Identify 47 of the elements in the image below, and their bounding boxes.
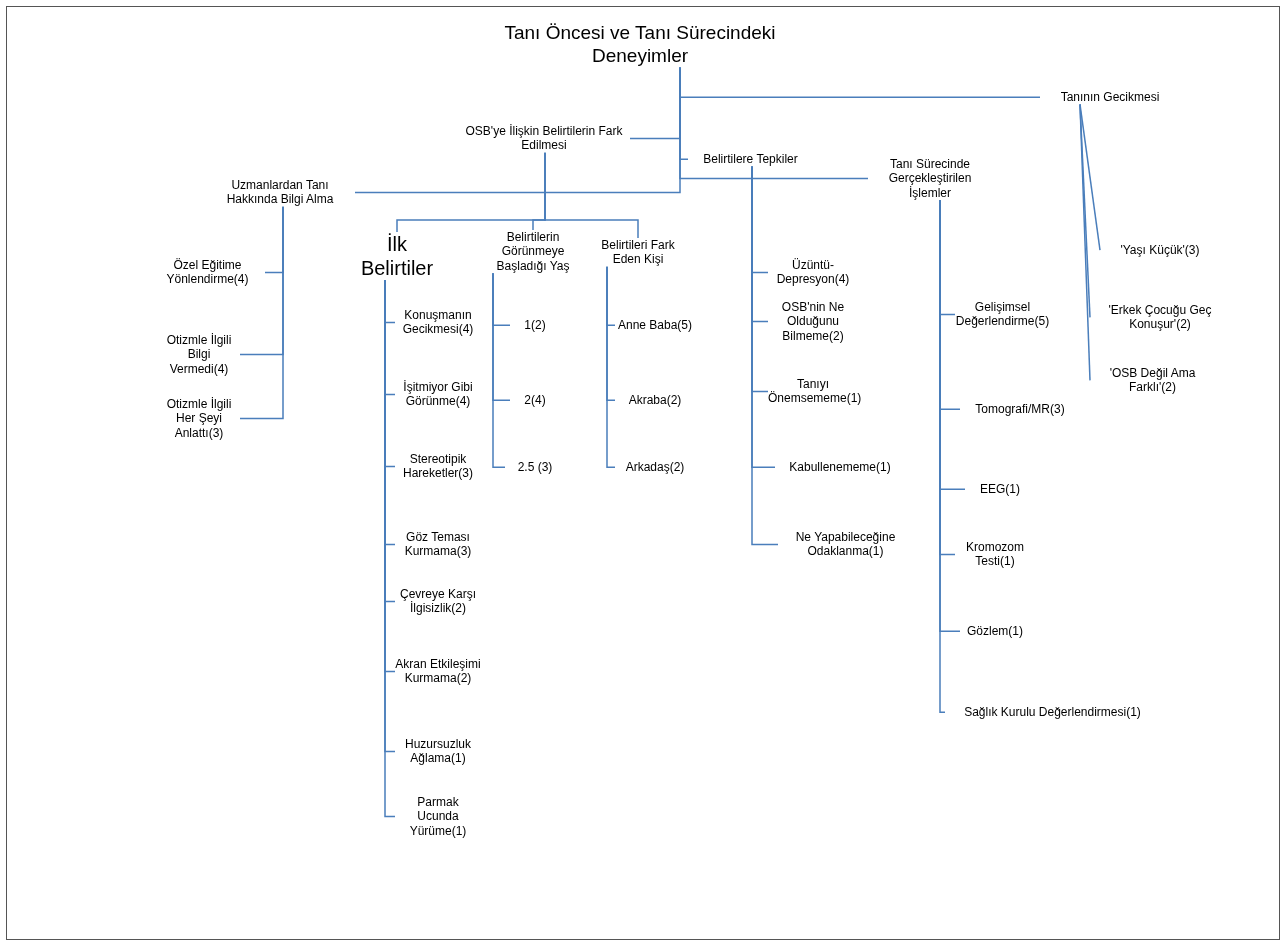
category-label: İşitmiyor Gibi Görünme(4) <box>395 380 481 409</box>
category-label: 'OSB Değil Ama Farklı'(2) <box>1090 366 1215 395</box>
category-label: Tanı Sürecinde Gerçekleştirilen İşlemler <box>868 157 992 201</box>
category-label: 'Yaşı Küçük'(3) <box>1100 243 1220 258</box>
category-label: Stereotipik Hareketler(3) <box>395 452 481 481</box>
category-label: Akran Etkileşimi Kurmama(2) <box>395 657 481 686</box>
category-label: Üzüntü-Depresyon(4) <box>768 258 858 287</box>
category-label: Akraba(2) <box>615 393 695 408</box>
category-label: İlk Belirtiler <box>352 232 442 280</box>
category-label: 'Erkek Çocuğu Geç Konuşur'(2) <box>1090 303 1230 332</box>
root-heading: Tanı Öncesi ve Tanı Sürecindeki Deneyimler <box>490 22 790 68</box>
tree-connector <box>492 272 506 468</box>
category-label: 1(2) <box>510 318 560 333</box>
category-label: EEG(1) <box>965 482 1035 497</box>
tree-connector <box>544 152 639 239</box>
category-label: 2.5 (3) <box>505 460 565 475</box>
category-label: OSB'ye İlişkin Belirtilerin Fark Edilmesi <box>458 124 630 153</box>
category-label: Otizmle İlgili Her Şeyi Anlattı(3) <box>158 397 240 441</box>
tree-connector <box>751 165 779 546</box>
category-label: Ne Yapabileceğine Odaklanma(1) <box>778 530 913 559</box>
category-label: Arkadaş(2) <box>615 460 695 475</box>
category-label: Huzursuzluk Ağlama(1) <box>395 737 481 766</box>
category-label: Uzmanlardan Tanı Hakkında Bilgi Alma <box>205 178 355 207</box>
category-label: Parmak Ucunda Yürüme(1) <box>395 795 481 839</box>
tree-connector <box>1079 103 1091 382</box>
tree-connector <box>939 199 946 713</box>
category-label: Konuşmanın Gecikmesi(4) <box>395 308 481 337</box>
category-label: Gelişimsel Değerlendirme(5) <box>955 300 1050 329</box>
tree-connector <box>239 206 284 420</box>
category-label: Tomografi/MR(3) <box>960 402 1080 417</box>
category-label: OSB'nin Ne Olduğunu Bilmeme(2) <box>768 300 858 344</box>
category-label: Sağlık Kurulu Değerlendirmesi(1) <box>945 705 1160 720</box>
category-label: Belirtilere Tepkiler <box>688 152 813 167</box>
category-label: Otizmle İlgili Bilgi Vermedi(4) <box>158 333 240 377</box>
category-label: Gözlem(1) <box>960 624 1030 639</box>
category-label: Kromozom Testi(1) <box>955 540 1035 569</box>
category-label: Göz Teması Kurmama(3) <box>395 530 481 559</box>
category-label: 2(4) <box>510 393 560 408</box>
category-label: Anne Baba(5) <box>615 318 695 333</box>
category-label: Özel Eğitime Yönlendirme(4) <box>150 258 265 287</box>
tree-connector <box>606 266 616 468</box>
category-label: Belirtileri Fark Eden Kişi <box>590 238 686 267</box>
category-label: Belirtilerin Görünmeye Başladığı Yaş <box>483 230 583 274</box>
category-label: Çevreye Karşı İlgisizlik(2) <box>395 587 481 616</box>
category-label: Kabullenememe(1) <box>775 460 905 475</box>
category-label: Tanının Gecikmesi <box>1040 90 1180 105</box>
tree-connector <box>679 66 1041 98</box>
